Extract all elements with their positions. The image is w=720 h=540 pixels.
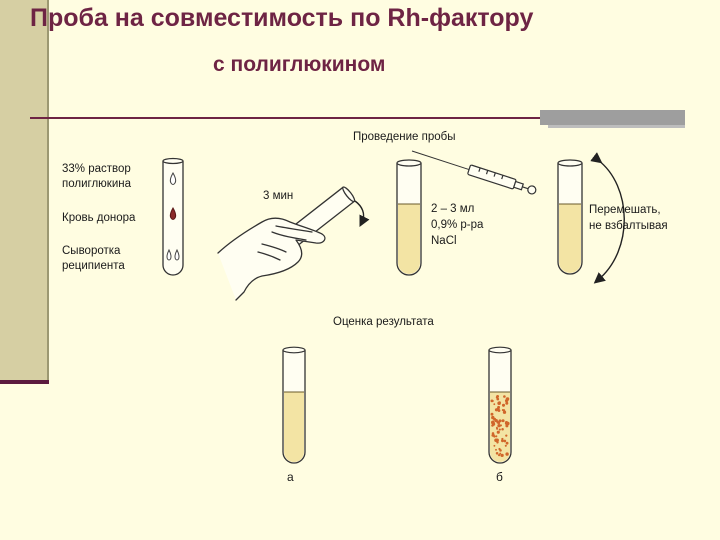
agglutinate-dot [505,401,509,405]
decor-band [540,110,685,125]
agglutinate-dot [491,399,494,403]
agglutinate-dot [495,426,498,429]
agglutinate-dot [501,439,504,443]
agglutinate-dot [493,444,496,447]
decor-band-shadow [548,125,685,128]
incubation-time-label: 3 мин [263,190,293,202]
slide-title: Проба на совместимость по Rh-фактору [30,4,534,32]
legend-serum-line2: реципиента [62,260,125,272]
mixing-arrow-icon [590,152,625,284]
tube-mixing [557,159,583,275]
mixing-line2: не взбалтывая [589,220,668,232]
sidebar-accent-line [0,380,49,384]
agglutinate-dot [496,394,500,398]
saline-line1: 2 – 3 мл [431,203,474,215]
title-divider [30,117,540,119]
result-tube-b [488,346,512,464]
tube-empty-with-drops [162,157,184,276]
drop-blood-icon [169,206,177,220]
agglutinate-dot [501,454,504,457]
agglutinate-dot [493,435,496,438]
saline-line3: NaCl [431,235,457,247]
agglutinate-dot [498,401,501,404]
drop-serum-icon-2 [174,248,180,261]
drop-serum-icon-1 [166,248,172,261]
agglutinate-dot [497,453,501,457]
agglutinate-dot [495,435,498,438]
agglutinate-dot [506,399,509,402]
mixing-line1: Перемешать, [589,204,661,216]
legend-donor-blood: Кровь донора [62,212,136,224]
drop-polyglucin-icon [169,171,177,185]
agglutinate-dot [505,441,509,445]
legend-polyglucin-line2: полиглюкина [62,178,132,190]
agglutinate-dot [491,424,494,427]
agglutinate-dot [501,428,504,431]
legend-polyglucin-line1: 33% раствор [62,163,131,175]
agglutinate-dot [501,419,505,423]
agglutinate-dot [496,397,500,401]
agglutinate-dot [495,448,497,451]
result-label: Оценка результата [333,316,434,328]
agglutinate-dot [490,412,494,416]
hand-holding-tube [217,186,356,301]
result-tube-a-label: а [287,470,294,484]
agglutination-dots [490,394,510,458]
agglutinate-dot [502,410,507,414]
slide-subtitle: с полиглюкином [213,53,386,76]
result-tube-a [282,346,306,464]
agglutinate-dot [504,444,507,447]
agglutinate-dot [499,449,502,452]
agglutinate-dot [503,439,507,443]
agglutinate-dot [493,403,496,406]
agglutinate-dot [493,417,497,421]
rotation-arrow-icon [354,200,370,228]
tube-with-saline [396,159,422,276]
agglutinate-dot [495,438,499,443]
agglutinate-dot [498,419,502,423]
result-tube-b-label: б [496,470,503,484]
saline-line2: 0,9% р-ра [431,219,484,231]
agglutinate-dot [491,432,495,435]
sidebar-decor [0,0,49,381]
agglutinate-dot [503,395,506,398]
agglutinate-dot [504,421,509,425]
legend-block: 33% раствор полиглюкина Кровь донора Сыв… [62,163,136,272]
syringe-icon [411,150,537,195]
agglutinate-dot [505,434,508,437]
agglutinate-dot [505,452,509,456]
agglutinate-dot [497,424,501,428]
agglutinate-dot [494,408,499,412]
agglutinate-dot [501,437,504,441]
legend-serum-line1: Сыворотка [62,245,121,257]
procedure-label: Проведение пробы [353,131,456,143]
agglutinate-dot [501,403,506,407]
agglutinate-dot [499,452,502,455]
agglutinate-dot [495,452,499,455]
agglutinate-dot [498,428,501,431]
agglutinate-dot [496,421,500,424]
agglutinate-dot [496,430,500,434]
agglutinate-dot [491,420,495,425]
